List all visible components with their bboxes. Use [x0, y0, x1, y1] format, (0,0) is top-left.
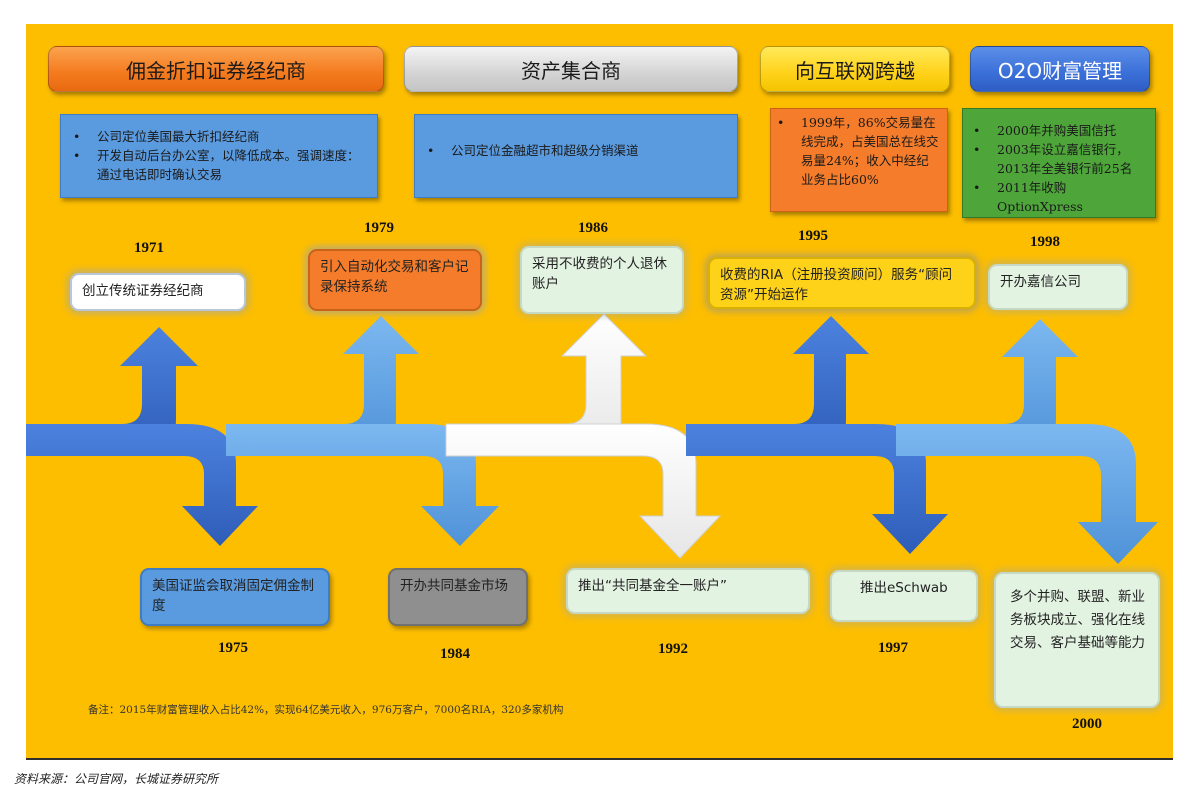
event-1998: 开办嘉信公司 — [988, 264, 1128, 310]
event-1975: 美国证监会取消固定佣金制度 — [140, 568, 330, 626]
header-internet-label: 向互联网跨越 — [795, 58, 915, 83]
event-1984: 开办共同基金市场 — [388, 568, 528, 626]
info-discount-broker-item: 公司定位美国最大折扣经纪商 — [73, 127, 369, 146]
info-o2o: 2000年并购美国信托 2003年设立嘉信银行，2013年全美银行前25名 20… — [962, 108, 1156, 218]
year-1998: 1998 — [1030, 234, 1060, 250]
info-asset-aggregator: 公司定位金融超市和超级分销渠道 — [414, 114, 738, 198]
event-1995: 收费的RIA（注册投资顾问）服务“顾问资源”开始运作 — [708, 257, 976, 309]
year-1984: 1984 — [440, 646, 470, 662]
event-1997: 推出eSchwab — [830, 570, 978, 622]
info-discount-broker-item: 开发自动后台办公室，以降低成本。强调速度：通过电话即时确认交易 — [73, 146, 369, 184]
arrow-up-1998 — [926, 319, 1078, 452]
event-1971: 创立传统证券经纪商 — [70, 273, 246, 311]
header-discount-broker: 佣金折扣证券经纪商 — [48, 46, 384, 92]
year-1992: 1992 — [658, 641, 688, 657]
event-2000: 多个并购、联盟、新业务板块成立、强化在线交易、客户基础等能力 — [994, 572, 1160, 708]
info-discount-broker: 公司定位美国最大折扣经纪商 开发自动后台办公室，以降低成本。强调速度：通过电话即… — [60, 114, 378, 198]
info-internet: 1999年，86%交易量在线完成，占美国总在线交易量24%；收入中经纪业务占比6… — [770, 108, 948, 212]
bottom-rule — [26, 758, 1173, 760]
timeline-arrows — [26, 313, 1158, 564]
year-1975: 1975 — [218, 640, 248, 656]
year-1971: 1971 — [134, 240, 164, 256]
event-1992: 推出“共同基金全一账户” — [566, 568, 810, 614]
header-internet: 向互联网跨越 — [760, 46, 950, 92]
arrow-up-1971 — [26, 327, 198, 452]
year-1986: 1986 — [578, 220, 608, 236]
info-o2o-item: 2011年收购OptionXpress — [973, 178, 1151, 216]
source-caption: 资料来源：公司官网，长城证券研究所 — [14, 772, 219, 786]
info-asset-aggregator-item: 公司定位金融超市和超级分销渠道 — [427, 141, 729, 160]
info-o2o-item: 2003年设立嘉信银行，2013年全美银行前25名 — [973, 140, 1151, 178]
year-1997: 1997 — [878, 640, 908, 656]
header-asset-aggregator-label: 资产集合商 — [521, 58, 621, 83]
arrow-up-1995 — [716, 316, 869, 452]
event-1986: 采用不收费的个人退休账户 — [520, 246, 684, 314]
header-asset-aggregator: 资产集合商 — [404, 46, 738, 92]
arrow-down-1992 — [445, 423, 722, 559]
arrow-up-1979 — [276, 316, 419, 452]
year-2000: 2000 — [1072, 716, 1102, 732]
header-o2o: O2O财富管理 — [970, 46, 1150, 92]
arrow-down-2000 — [896, 424, 1158, 564]
diagram-canvas: 佣金折扣证券经纪商 资产集合商 向互联网跨越 O2O财富管理 公司定位美国最大折… — [26, 24, 1173, 758]
info-o2o-item: 2000年并购美国信托 — [973, 121, 1151, 140]
header-o2o-label: O2O财富管理 — [997, 58, 1123, 83]
year-1979: 1979 — [364, 220, 394, 236]
arrow-down-1984 — [226, 424, 499, 546]
header-discount-broker-label: 佣金折扣证券经纪商 — [126, 58, 306, 83]
arrow-down-1975 — [26, 424, 258, 546]
footnote: 备注：2015年财富管理收入占比42%，实现64亿美元收入，976万客户，700… — [88, 704, 564, 716]
info-internet-item: 1999年，86%交易量在线完成，占美国总在线交易量24%；收入中经纪业务占比6… — [777, 113, 941, 189]
year-1995: 1995 — [798, 228, 828, 244]
arrow-down-1997 — [686, 424, 948, 554]
event-1979: 引入自动化交易和客户记录保持系统 — [308, 249, 482, 311]
